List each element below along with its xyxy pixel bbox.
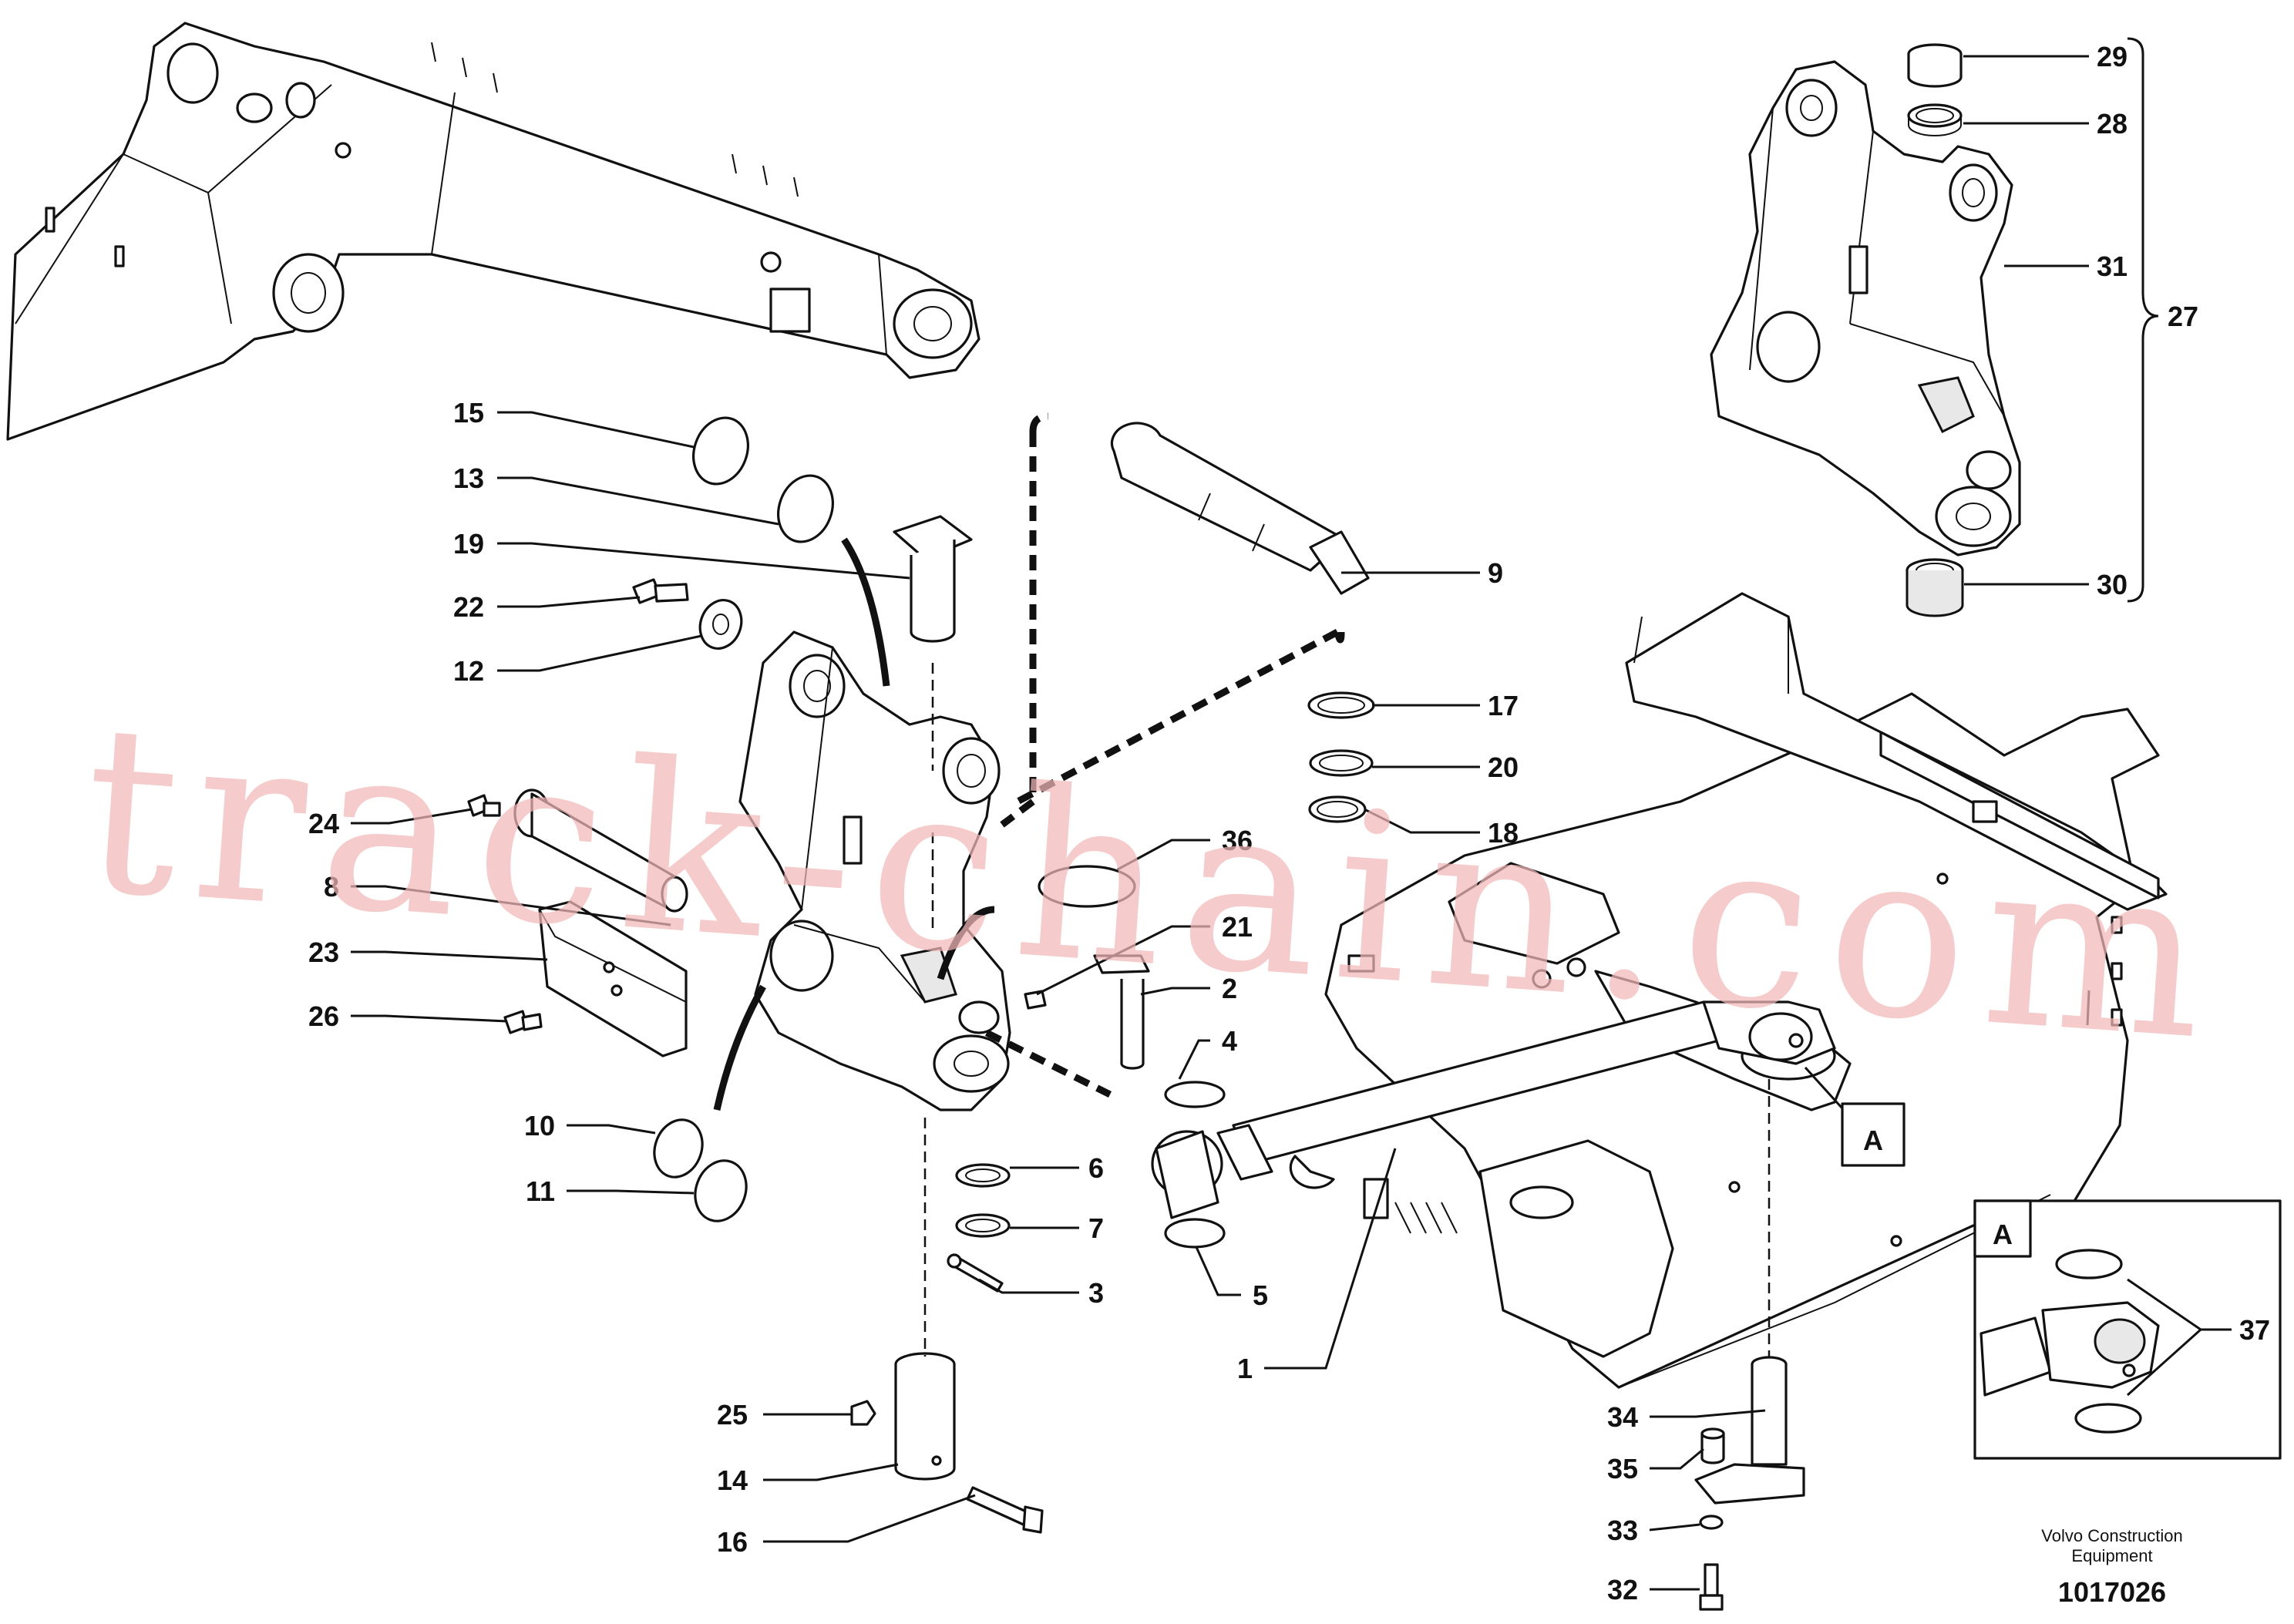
- callout-6: 6: [1088, 1152, 1104, 1184]
- callout-35: 35: [1607, 1453, 1638, 1484]
- callout-23: 23: [308, 936, 339, 968]
- boom-illustration: [6, 22, 980, 441]
- callout-10: 10: [524, 1110, 555, 1142]
- callout-30: 30: [2097, 569, 2128, 600]
- washer-6: [955, 1163, 1011, 1188]
- bushing-28: [1907, 103, 1963, 136]
- link-carrier-assembly: [1710, 60, 2021, 556]
- detail-a-box: A: [1973, 1199, 2282, 1460]
- cotter-pin-3: [947, 1253, 1004, 1293]
- callout-29: 29: [2097, 41, 2128, 72]
- washer-36: [1038, 865, 1136, 908]
- washer-10: [653, 1118, 704, 1178]
- callout-5: 5: [1253, 1279, 1268, 1311]
- callout-7: 7: [1088, 1212, 1104, 1244]
- callout-11: 11: [526, 1175, 555, 1207]
- pin-8: [513, 788, 688, 913]
- callout-34: 34: [1607, 1401, 1638, 1433]
- bolt-22: [632, 578, 689, 604]
- callout-numbers: 15 13 19 22 12 9 17 20 18 24 8 23 26 36 …: [308, 41, 2270, 1606]
- pin-9: [1110, 422, 1370, 595]
- plate-23: [538, 900, 688, 1057]
- drawing-number: 1017026: [2058, 1576, 2166, 1608]
- detail-a-label: A: [1993, 1219, 2013, 1250]
- callout-25: 25: [717, 1399, 748, 1431]
- detail-a-marker: A: [1841, 1102, 1906, 1167]
- callout-15: 15: [453, 397, 484, 429]
- callout-8: 8: [324, 871, 339, 903]
- bolt-24: [467, 794, 501, 817]
- washer-5: [1164, 1218, 1226, 1249]
- svg-text:A: A: [1863, 1125, 1883, 1156]
- bolt-21: [1024, 990, 1047, 1010]
- callout-13: 13: [453, 462, 484, 494]
- callout-32: 32: [1607, 1574, 1638, 1606]
- publisher-line-2: Equipment: [2071, 1546, 2152, 1565]
- washer-15: [692, 416, 749, 486]
- bushing-14: [894, 1352, 956, 1481]
- callout-3: 3: [1088, 1277, 1104, 1309]
- bushing-30: [1906, 558, 1964, 617]
- callout-16: 16: [717, 1526, 748, 1558]
- callout-22: 22: [453, 591, 484, 623]
- bolt-32: [1699, 1563, 1724, 1611]
- washer-11: [694, 1159, 748, 1222]
- callout-28: 28: [2097, 108, 2128, 140]
- pin-2: [1093, 954, 1150, 1070]
- washer-33: [1699, 1515, 1724, 1530]
- callout-26: 26: [308, 1000, 339, 1032]
- nut-25: [850, 1400, 876, 1426]
- callout-36: 36: [1222, 825, 1253, 856]
- cylinder-1: [1151, 1000, 1836, 1219]
- callout-4: 4: [1222, 1025, 1237, 1057]
- washer-13: [777, 474, 834, 543]
- washer-20: [1309, 749, 1374, 777]
- callout-31: 31: [2097, 250, 2128, 282]
- publisher-line-1: Volvo Construction: [2041, 1526, 2182, 1545]
- leader-lines: [351, 37, 2232, 1591]
- callout-27: 27: [2168, 301, 2198, 332]
- callout-14: 14: [717, 1464, 748, 1496]
- spacer-35: [1700, 1427, 1725, 1464]
- washer-4: [1164, 1081, 1226, 1108]
- bushing-29: [1907, 43, 1963, 88]
- bracket-assembly: [738, 630, 1011, 1111]
- washer-12: [698, 599, 743, 650]
- callout-12: 12: [453, 655, 484, 687]
- callout-18: 18: [1488, 817, 1519, 849]
- callout-2: 2: [1222, 973, 1237, 1004]
- washer-7: [955, 1213, 1011, 1238]
- callout-20: 20: [1488, 751, 1519, 783]
- bolt-16: [966, 1486, 1044, 1534]
- frame-illustration: [1324, 592, 2168, 1389]
- callout-17: 17: [1488, 690, 1519, 721]
- callout-24: 24: [308, 808, 339, 839]
- callout-21: 21: [1222, 911, 1253, 943]
- bolt-26: [503, 1010, 543, 1034]
- drawing-footer: Volvo Construction Equipment 1017026: [2041, 1526, 2182, 1608]
- callout-1: 1: [1237, 1353, 1253, 1384]
- callout-33: 33: [1607, 1515, 1638, 1546]
- pin-19: [893, 515, 973, 643]
- callout-19: 19: [453, 528, 484, 560]
- callout-9: 9: [1488, 557, 1503, 589]
- callout-37: 37: [2239, 1314, 2270, 1346]
- pin-34: [1694, 1356, 1805, 1505]
- washer-17: [1307, 691, 1375, 719]
